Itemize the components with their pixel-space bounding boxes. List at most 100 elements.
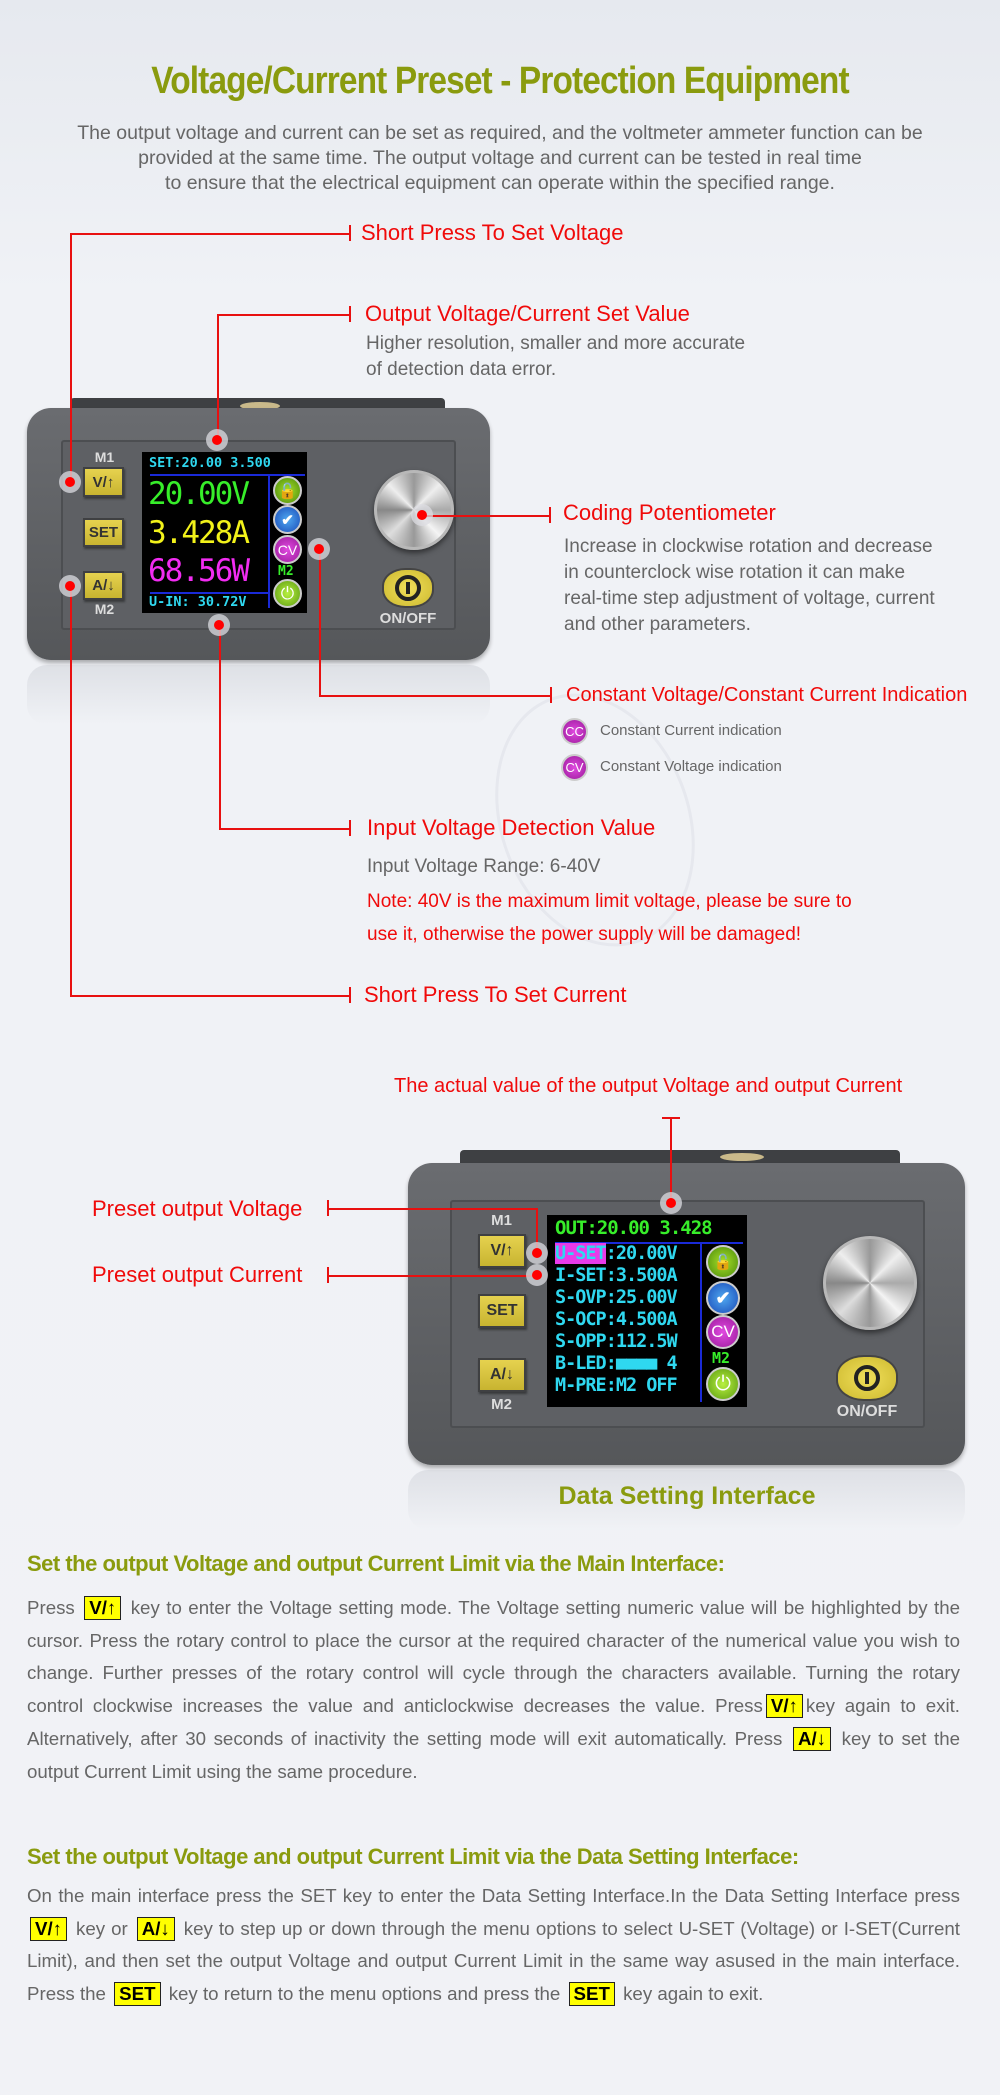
settings-row-value: :3.500A	[605, 1265, 678, 1286]
cc-indicator-icon: CC	[561, 718, 588, 745]
marker-dot	[526, 1264, 548, 1286]
lcd-screen-main: SET:20.00 3.500 20.00V 3.428A 68.56W U-I…	[142, 452, 307, 613]
screen-divider	[700, 1242, 702, 1402]
settings-row-value: :112.5W	[605, 1331, 678, 1352]
data-setting-caption: Data Setting Interface	[558, 1482, 816, 1510]
on-off-label: ON/OFF	[836, 1403, 898, 1420]
callout-line	[670, 1117, 672, 1203]
marker-dot	[526, 1242, 548, 1264]
screen-divider	[150, 592, 268, 594]
body-text: key again to exit. Alternatively, after …	[27, 1695, 960, 1749]
m2-label: M2	[94, 601, 115, 617]
marker-dot	[208, 614, 230, 636]
callout-set-current: Short Press To Set Current	[364, 982, 627, 1007]
settings-row-value: :■■■■ 4	[605, 1353, 678, 1374]
memory-m2-indicator: M2	[712, 1349, 731, 1367]
callout-tick	[349, 987, 351, 1003]
power-icon	[395, 575, 421, 601]
callout-line	[319, 549, 321, 695]
settings-row-label: U-SET	[555, 1243, 607, 1264]
page-description-line: to ensure that the electrical equipment …	[165, 172, 835, 194]
settings-row-s-opp: S-OPP:112.5W	[555, 1331, 678, 1353]
power-icon: ⏻	[706, 1367, 740, 1401]
set-key[interactable]: SET	[478, 1294, 526, 1328]
power-icon	[854, 1365, 880, 1391]
callout-input-title: Input Voltage Detection Value	[367, 815, 656, 840]
callout-set-voltage: Short Press To Set Voltage	[361, 220, 624, 245]
callout-tick	[349, 225, 351, 241]
unlock-icon: 🔓	[273, 476, 302, 505]
voltage-up-key[interactable]: V/↑	[83, 467, 124, 497]
marker-dot	[660, 1192, 682, 1214]
check-icon: ✔	[273, 505, 302, 534]
callout-line	[422, 515, 550, 517]
settings-row-label: M-PRE	[555, 1375, 607, 1396]
callout-tick	[349, 306, 351, 322]
callout-input-note: use it, otherwise the power supply will …	[367, 924, 802, 945]
body-text: key to return to the menu options and pr…	[163, 1983, 566, 2005]
device-label-sticker	[720, 1153, 764, 1161]
settings-row-b-led: B-LED:■■■■ 4	[555, 1353, 678, 1375]
settings-row-value: :4.500A	[605, 1309, 678, 1330]
marker-dot	[59, 575, 81, 597]
key-badge: A/↓	[136, 1916, 175, 1941]
m2-label: M2	[491, 1396, 512, 1413]
callout-line	[536, 1208, 538, 1253]
marker-dot	[59, 471, 81, 493]
key-badge: V/↑	[30, 1916, 68, 1941]
input-voltage-reading: U-IN: 30.72V	[149, 594, 247, 610]
callout-tick	[550, 687, 552, 703]
current-down-key[interactable]: A/↓	[83, 571, 124, 600]
callout-line	[217, 314, 219, 440]
key-badge: A/↓	[792, 1726, 831, 1751]
callout-line	[219, 625, 221, 828]
page-description-line: The output voltage and current can be se…	[77, 122, 923, 144]
body-text: key or	[70, 1917, 134, 1939]
settings-row-label: S-OPP	[555, 1331, 607, 1352]
key-badge: V/↑	[765, 1694, 803, 1719]
output-voltage-reading: 20.00V	[148, 476, 250, 512]
marker-dot	[308, 538, 330, 560]
settings-row-m-pre: M-PRE:M2 OFF	[555, 1375, 678, 1397]
rotary-encoder-knob[interactable]	[823, 1236, 917, 1330]
callout-pot-desc: in counterclock wise rotation it can mak…	[564, 562, 906, 583]
cv-indication-text: Constant Voltage indication	[600, 758, 782, 775]
screen-divider	[268, 474, 270, 608]
callout-line	[70, 586, 72, 995]
settings-row-value: :25.00V	[605, 1287, 678, 1308]
voltage-up-key[interactable]: V/↑	[478, 1234, 526, 1268]
callout-pot-title: Coding Potentiometer	[563, 500, 776, 525]
on-off-button[interactable]	[382, 568, 434, 608]
callout-actual-value: The actual value of the output Voltage a…	[394, 1075, 903, 1097]
body-text: key to enter the Voltage setting mode. T…	[27, 1597, 960, 1717]
settings-row-label: S-OVP	[555, 1287, 607, 1308]
cv-mode-icon: CV	[273, 535, 302, 564]
settings-row-label: I-SET	[555, 1265, 607, 1286]
callout-line	[217, 314, 350, 316]
callout-set-value-desc: Higher resolution, smaller and more accu…	[366, 333, 746, 354]
callout-line	[319, 695, 551, 697]
current-down-key[interactable]: A/↓	[478, 1358, 526, 1392]
settings-row-label: S-OCP	[555, 1309, 607, 1330]
output-current-reading: 3.428A	[148, 515, 250, 551]
cc-indication-text: Constant Current indication	[600, 722, 782, 739]
settings-row-label: B-LED	[555, 1353, 607, 1374]
callout-set-value-title: Output Voltage/Current Set Value	[365, 301, 690, 326]
power-icon: ⏻	[273, 579, 302, 608]
callout-line	[219, 828, 350, 830]
body-text: key again to exit.	[617, 1983, 764, 2005]
body-text: Press	[27, 1597, 82, 1618]
key-badge: SET	[114, 1982, 161, 2007]
set-key[interactable]: SET	[83, 518, 124, 547]
on-off-button[interactable]	[836, 1355, 898, 1401]
key-badge: SET	[568, 1982, 615, 2007]
section-body-main-interface: Press V/↑ key to enter the Voltage setti…	[27, 1592, 960, 1788]
callout-input-note: Note: 40V is the maximum limit voltage, …	[367, 891, 852, 912]
settings-row-u-set: U-SET:20.00V	[555, 1243, 678, 1265]
marker-dot	[411, 504, 433, 526]
set-value-line: SET:20.00 3.500	[149, 455, 271, 471]
callout-pot-desc: and other parameters.	[564, 614, 751, 635]
callout-line	[70, 233, 72, 482]
